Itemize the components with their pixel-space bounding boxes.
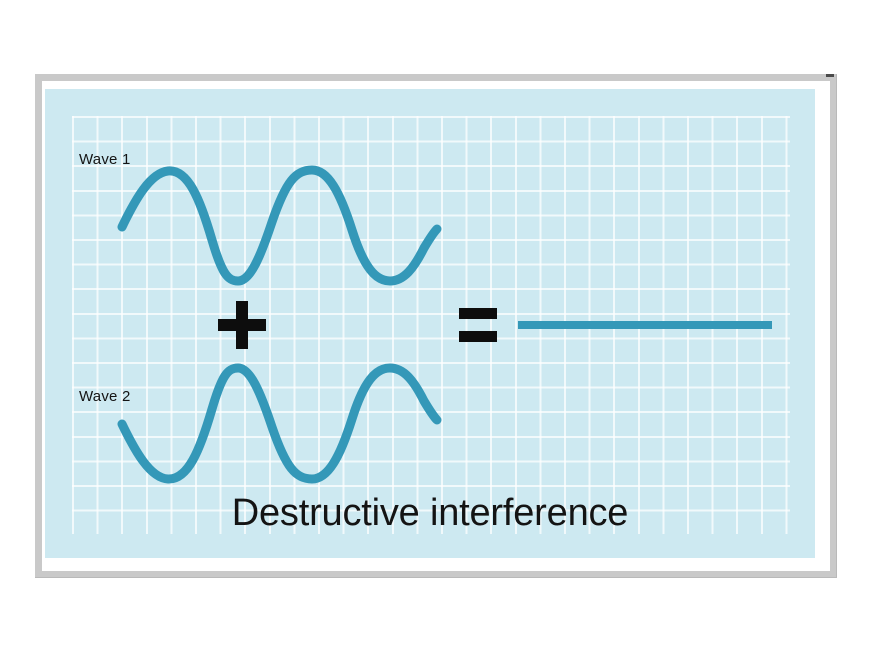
figure-caption: Destructive interference [231, 492, 629, 534]
plus-vertical-bar [236, 301, 248, 349]
equals-upper-bar [459, 308, 497, 319]
wave-2-label: Wave 2 [79, 388, 131, 405]
equals-lower-bar [459, 331, 497, 342]
wave-1-label: Wave 1 [79, 151, 131, 168]
equals-sign: = [459, 306, 497, 344]
plus-sign: + [218, 301, 266, 349]
graph-panel [45, 89, 815, 558]
frame-corner-mark [826, 74, 834, 77]
